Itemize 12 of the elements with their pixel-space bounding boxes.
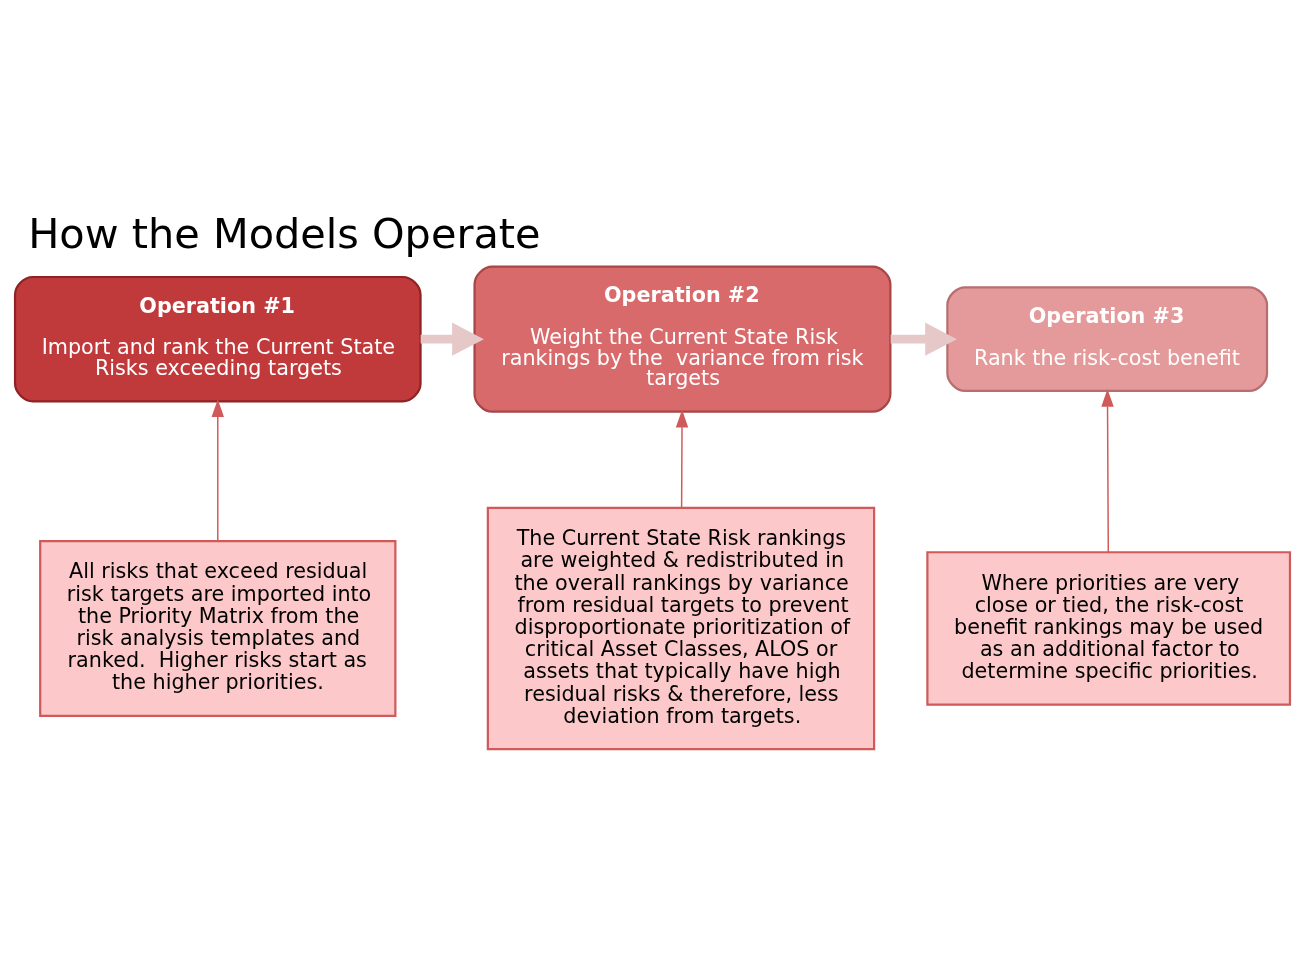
arrow: [211, 398, 224, 542]
node-box: Where priorities are very close or tied, the risk-cost benefit rankings may be used as an additional factor to determine specific priorities.: [926, 550, 1292, 706]
node-box: The Current State Risk rankings are weighted & redistributed in the overall rankings by variance from residual targets to prevent disproportionate prioritization of critical Asset Classes, ALOS or assets that typically have high residual risks & therefore, less deviation from targets.: [486, 506, 876, 750]
arrow: [420, 322, 484, 356]
arrow: [1101, 388, 1114, 553]
arrow: [890, 322, 957, 356]
node-box: All risks that exceed residual risk targets are imported into the Priority Matrix from the risk analysis templates and ranked. Higher risks start as the higher priorities.: [39, 539, 397, 717]
node-box: Operation #2 Weight the Current State Risk rankings by the variance from risk targets: [473, 265, 892, 413]
arrow: [675, 409, 689, 508]
node-box: Operation #3 Rank the risk-cost benefit: [946, 285, 1269, 392]
diagram-title: How the Models Operate: [28, 209, 541, 258]
node-box: Operation #1 Import and rank the Current State Risks exceeding targets: [13, 275, 422, 402]
